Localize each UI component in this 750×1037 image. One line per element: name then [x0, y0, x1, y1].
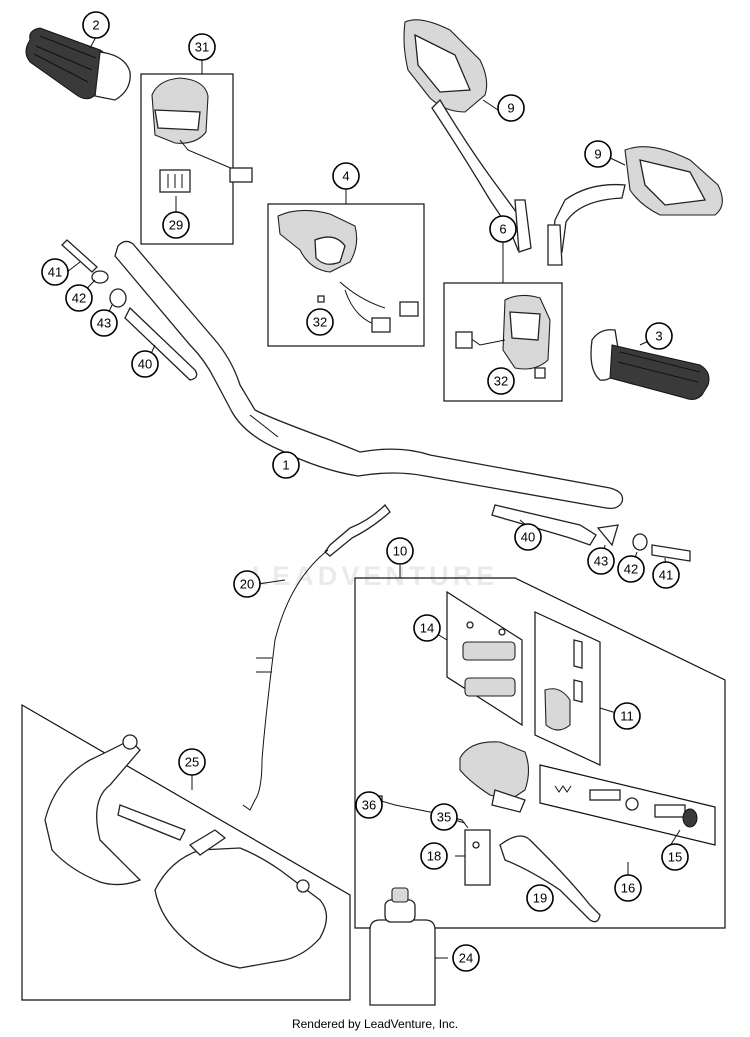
svg-text:11: 11 [620, 709, 634, 724]
callout-43-left[interactable]: 43 [90, 309, 118, 337]
callout-36[interactable]: 36 [355, 791, 383, 819]
watermark-text: LEADVENTURE [251, 561, 499, 591]
mirror-left [403, 19, 532, 253]
svg-text:1: 1 [282, 458, 289, 473]
svg-text:20: 20 [240, 577, 254, 592]
reservoir-cap [462, 621, 516, 697]
callout-31[interactable]: 31 [188, 33, 216, 61]
brake-lever [499, 835, 601, 923]
svg-text:2: 2 [92, 18, 99, 33]
svg-text:10: 10 [393, 544, 407, 559]
mirror-right [547, 146, 723, 266]
svg-text:24: 24 [459, 951, 473, 966]
box-11 [534, 611, 601, 766]
callout-9-right-mirror[interactable]: 9 [584, 140, 612, 168]
callout-24[interactable]: 24 [452, 944, 480, 972]
svg-text:41: 41 [659, 568, 673, 583]
svg-text:16: 16 [621, 881, 635, 896]
svg-text:42: 42 [72, 291, 86, 306]
callout-19[interactable]: 19 [526, 884, 554, 912]
callout-2[interactable]: 2 [82, 11, 110, 39]
svg-text:6: 6 [499, 222, 506, 237]
svg-text:25: 25 [185, 755, 199, 770]
brake-fluid-bottle [369, 887, 436, 1006]
grip-right [590, 329, 710, 400]
switch-right [455, 294, 551, 379]
handlebar [114, 240, 624, 510]
svg-text:4: 4 [342, 169, 349, 184]
svg-text:3: 3 [655, 329, 662, 344]
svg-text:36: 36 [362, 798, 376, 813]
switch-left [151, 77, 253, 193]
clamp [544, 639, 583, 731]
svg-text:29: 29 [169, 218, 183, 233]
callout-11[interactable]: 11 [613, 702, 641, 730]
svg-text:18: 18 [427, 849, 441, 864]
callout-16[interactable]: 16 [614, 874, 642, 902]
svg-text:32: 32 [494, 374, 508, 389]
callout-14[interactable]: 14 [413, 614, 441, 642]
callout-35[interactable]: 35 [430, 803, 458, 831]
callout-9-left-mirror[interactable]: 9 [497, 94, 525, 122]
callout-32-right-switch[interactable]: 32 [487, 367, 515, 395]
callout-43-right[interactable]: 43 [587, 547, 615, 575]
box-25 [21, 703, 351, 1001]
callout-40-right[interactable]: 40 [514, 523, 542, 551]
svg-text:15: 15 [668, 850, 682, 865]
callout-4[interactable]: 4 [332, 162, 360, 190]
box-14 [446, 590, 523, 727]
box-31 [140, 73, 234, 245]
callout-10[interactable]: 10 [386, 537, 414, 565]
svg-text:43: 43 [97, 316, 111, 331]
piston-kit [554, 785, 698, 828]
grip-left [25, 27, 131, 101]
callout-40-left[interactable]: 40 [131, 350, 159, 378]
svg-text:43: 43 [594, 554, 608, 569]
callout-20[interactable]: 20 [233, 570, 261, 598]
svg-text:40: 40 [138, 357, 152, 372]
callout-42-left[interactable]: 42 [65, 284, 93, 312]
callout-3[interactable]: 3 [645, 322, 673, 350]
svg-text:32: 32 [313, 315, 327, 330]
callout-18[interactable]: 18 [420, 842, 448, 870]
callout-29[interactable]: 29 [162, 211, 190, 239]
bar-end-right [491, 504, 691, 562]
handguards [44, 734, 328, 969]
svg-text:19: 19 [533, 891, 547, 906]
master-cylinder [459, 741, 530, 813]
box-10 [354, 577, 726, 929]
clutch-cable [242, 503, 391, 811]
callout-32-throttle[interactable]: 32 [306, 308, 334, 336]
throttle-switch [277, 209, 419, 333]
svg-text:42: 42 [624, 562, 638, 577]
svg-text:14: 14 [420, 621, 434, 636]
svg-text:31: 31 [195, 40, 209, 55]
callout-6[interactable]: 6 [489, 215, 517, 243]
svg-text:9: 9 [507, 101, 514, 116]
svg-text:9: 9 [594, 147, 601, 162]
svg-text:40: 40 [521, 530, 535, 545]
box-16 [539, 764, 716, 846]
box-18 [464, 829, 491, 886]
callout-15[interactable]: 15 [661, 843, 689, 871]
callout-1[interactable]: 1 [272, 451, 300, 479]
footer-credit: Rendered by LeadVenture, Inc. [291, 1017, 459, 1031]
callout-41-right[interactable]: 41 [652, 561, 680, 589]
bar-end-left [61, 239, 198, 381]
callout-25[interactable]: 25 [178, 748, 206, 776]
callout-42-right[interactable]: 42 [617, 555, 645, 583]
svg-text:41: 41 [48, 265, 62, 280]
svg-text:35: 35 [437, 810, 451, 825]
callout-41-left[interactable]: 41 [41, 258, 69, 286]
